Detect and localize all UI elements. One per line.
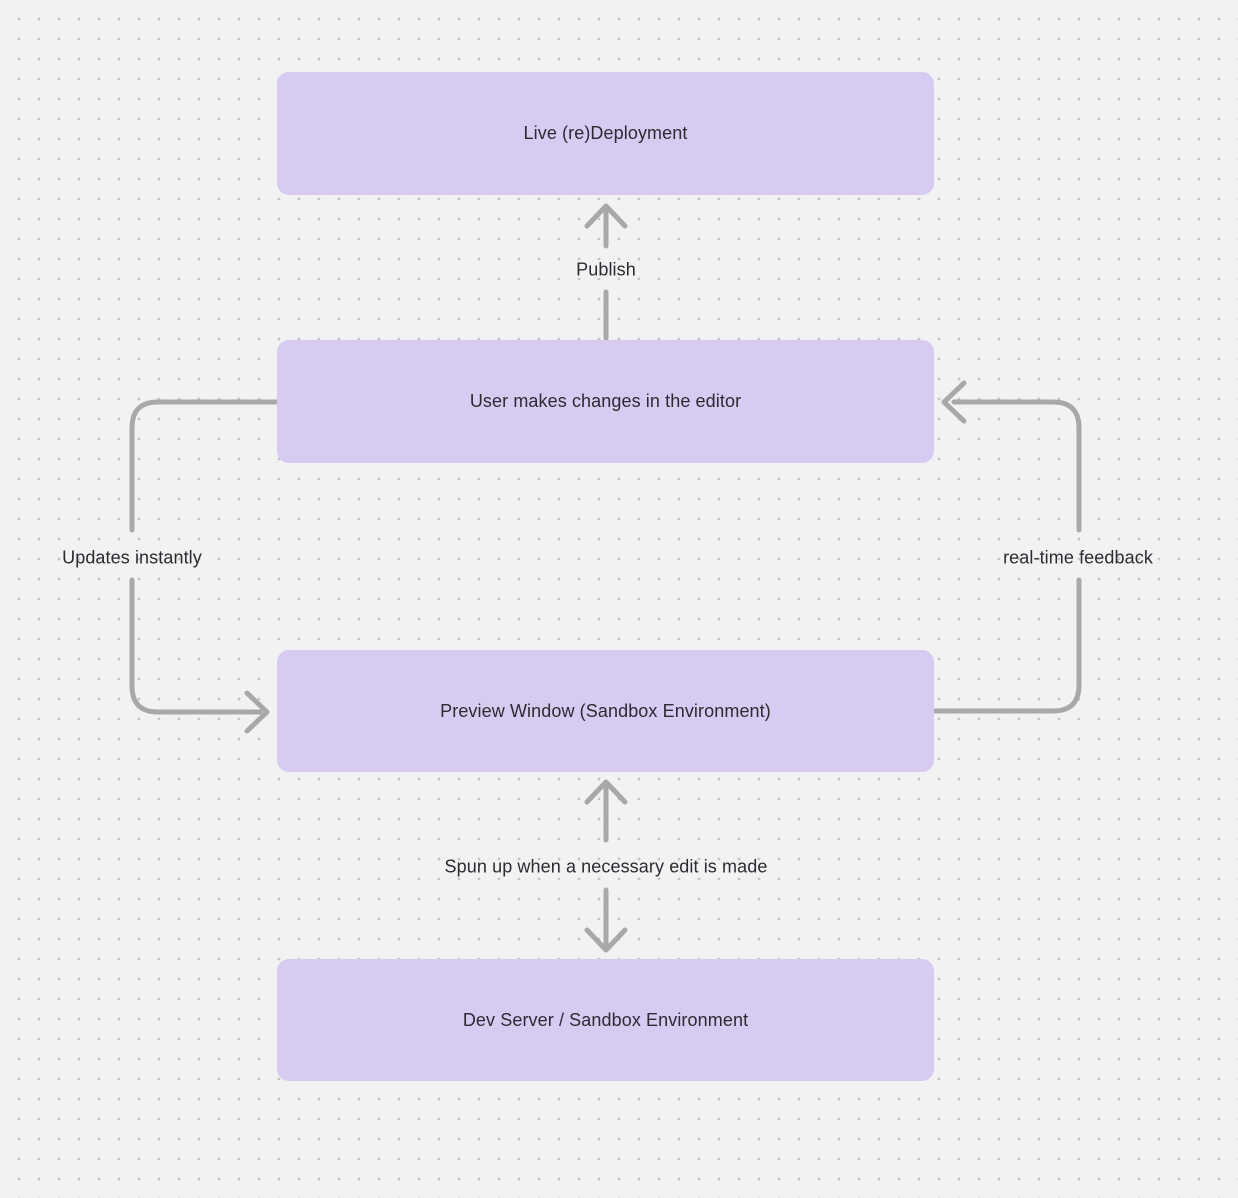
updates-arrow-line-top	[129, 399, 280, 533]
edge-label-publish: Publish	[576, 259, 636, 280]
edge-label-updates-instantly: Updates instantly	[62, 547, 202, 568]
node-label: User makes changes in the editor	[469, 391, 742, 411]
feedback-arrowhead-left-icon	[941, 380, 967, 424]
node-label: Live (re)Deployment	[523, 123, 688, 143]
feedback-arrow-line-top	[951, 399, 1082, 533]
feedback-arrow-line-bottom	[932, 577, 1082, 714]
node-label: Dev Server / Sandbox Environment	[462, 1009, 749, 1030]
edge-label-spun-up: Spun up when a necessary edit is made	[444, 856, 768, 877]
updates-arrow-line-bottom	[129, 577, 263, 715]
updates-arrowhead-right-icon	[244, 690, 270, 734]
node-preview-window[interactable]: Preview Window (Sandbox Environment)	[277, 650, 934, 772]
node-label: Preview Window (Sandbox Environment)	[440, 700, 771, 721]
node-live-redeployment[interactable]: Live (re)Deployment	[277, 72, 934, 195]
spunup-arrowhead-up-icon	[584, 779, 628, 805]
publish-arrowhead-up-icon	[584, 203, 628, 229]
node-user-editor[interactable]: User makes changes in the editor	[277, 340, 934, 463]
node-dev-server[interactable]: Dev Server / Sandbox Environment	[277, 959, 934, 1081]
spunup-arrowhead-down-icon	[584, 927, 628, 953]
edge-label-real-time-feedback: real-time feedback	[1003, 547, 1153, 568]
